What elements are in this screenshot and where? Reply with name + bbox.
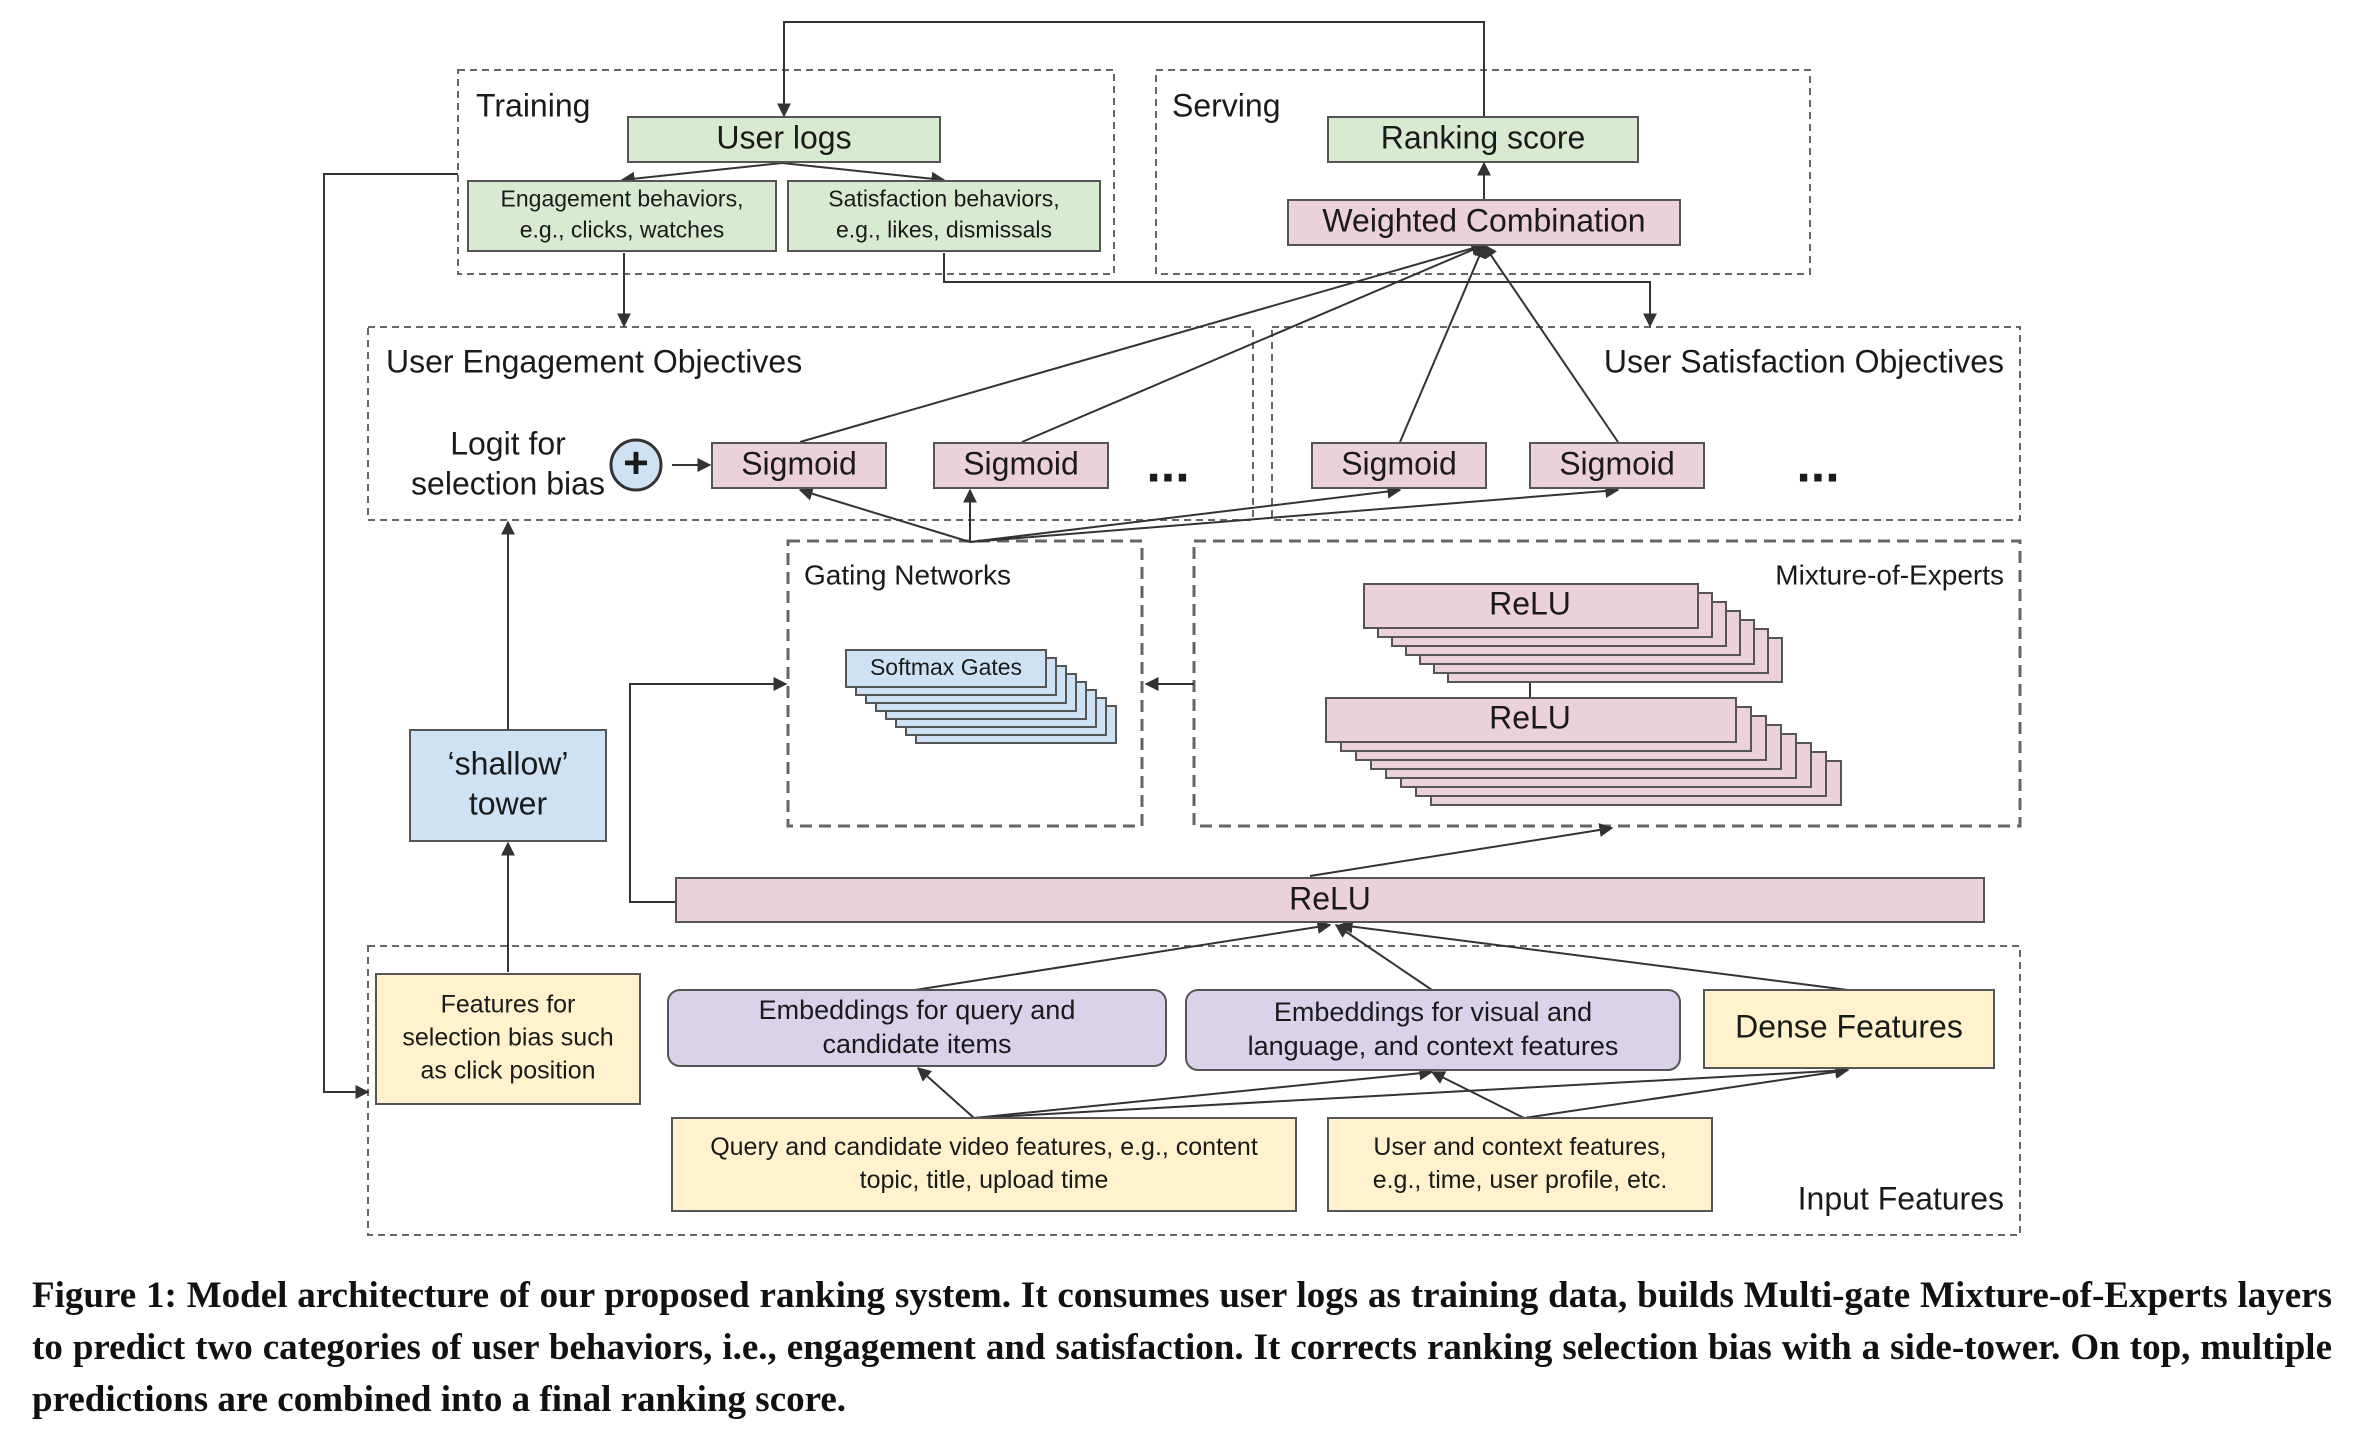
training-label: Training bbox=[476, 87, 590, 123]
user-context-features-label-line-1: User and context features, bbox=[1373, 1133, 1666, 1161]
serving-label: Serving bbox=[1172, 87, 1281, 123]
engagement-behaviors-label-line-2: e.g., clicks, watches bbox=[520, 217, 725, 243]
gates-to-sigmoid-3-edge bbox=[969, 484, 1402, 543]
shallow-tower-label-line-2: tower bbox=[469, 785, 548, 821]
sigmoid-4-label: Sigmoid bbox=[1559, 445, 1675, 481]
emb-visual-to-relu-edge bbox=[1334, 924, 1433, 991]
query-video-to-emb-query-edge bbox=[916, 1067, 975, 1119]
plus-icon bbox=[609, 438, 663, 492]
gates-to-sigmoid-1-edge bbox=[798, 486, 971, 543]
sigmoid-2-label: Sigmoid bbox=[963, 445, 1079, 481]
dense-to-relu-edge bbox=[1338, 919, 1849, 991]
bias-features-label-line-3: as click position bbox=[420, 1057, 595, 1085]
logit-label-line-2: selection bias bbox=[411, 465, 605, 501]
expert-upper-relu-label: ReLU bbox=[1489, 585, 1571, 621]
shallow-tower-label-line-1: ‘shallow’ bbox=[448, 745, 569, 781]
emb-visual-node bbox=[1185, 989, 1681, 1071]
emb-query-node bbox=[667, 989, 1167, 1067]
training-to-bias-features-edge bbox=[323, 173, 458, 1099]
sigmoid-4-to-combination-edge bbox=[1483, 243, 1619, 443]
emb-visual-label-line-2: language, and context features bbox=[1248, 1031, 1619, 1061]
query-video-features-node bbox=[671, 1117, 1297, 1212]
user-logs-to-satisfaction-behaviors-edge bbox=[781, 162, 946, 186]
satisfaction-ellipsis: ... bbox=[1796, 436, 1839, 494]
ranking-score-node bbox=[1327, 116, 1639, 163]
logs-to-satisfaction-edge bbox=[943, 253, 1657, 328]
sigmoid-3-label: Sigmoid bbox=[1341, 445, 1457, 481]
engagement-ellipsis: ... bbox=[1146, 436, 1189, 494]
shallow-tower-node bbox=[409, 729, 607, 842]
satisfaction-behaviors-label-line-1: Satisfaction behaviors, bbox=[828, 186, 1059, 212]
query-video-features-label-line-1: Query and candidate video features, e.g.… bbox=[710, 1133, 1258, 1161]
dense-features-label: Dense Features bbox=[1735, 1008, 1963, 1044]
bias-features-label-line-2: selection bias such bbox=[402, 1024, 613, 1052]
bias-features-node bbox=[375, 973, 641, 1105]
engagement-behaviors-label-line-1: Engagement behaviors, bbox=[501, 186, 744, 212]
mixture-of-experts-label: Mixture-of-Experts bbox=[1775, 559, 2004, 590]
softmax-gates-label: Softmax Gates bbox=[870, 654, 1022, 680]
gating-networks-label: Gating Networks bbox=[804, 559, 1011, 590]
shared-relu-node bbox=[675, 877, 1985, 923]
sigmoid-3-node bbox=[1311, 442, 1487, 489]
satisfaction-behaviors-node bbox=[787, 180, 1101, 252]
user-context-features-label-line-2: e.g., time, user profile, etc. bbox=[1373, 1166, 1668, 1194]
user-logs-label: User logs bbox=[716, 119, 851, 155]
plus-symbol: + bbox=[623, 439, 649, 488]
emb-query-label-line-2: candidate items bbox=[822, 1029, 1011, 1059]
emb-visual-label-line-1: Embeddings for visual and bbox=[1274, 997, 1592, 1027]
softmax-gates-node bbox=[845, 649, 1047, 688]
weighted-combination-label: Weighted Combination bbox=[1322, 202, 1645, 238]
shared-relu-label: ReLU bbox=[1289, 880, 1371, 916]
emb-query-to-relu-edge bbox=[914, 920, 1332, 991]
sigmoid-3-to-combination-edge bbox=[1399, 243, 1486, 443]
user-logs-to-engagement-behaviors-edge bbox=[620, 162, 783, 186]
engagement-objectives-label: User Engagement Objectives bbox=[386, 343, 802, 379]
user-context-features-node bbox=[1327, 1117, 1713, 1212]
sigmoid-2-to-combination-edge bbox=[1021, 243, 1486, 443]
user-logs-node bbox=[627, 116, 941, 163]
user-context-to-emb-visual-edge bbox=[1430, 1071, 1525, 1119]
query-video-to-emb-visual-edge bbox=[973, 1066, 1434, 1119]
weighted-combination-node bbox=[1287, 199, 1681, 246]
sigmoid-4-node bbox=[1529, 442, 1705, 489]
emb-query-label-line-1: Embeddings for query and bbox=[759, 995, 1076, 1025]
expert-upper-relu-node bbox=[1363, 583, 1699, 629]
figure-caption: Figure 1: Model architecture of our prop… bbox=[32, 1275, 2332, 1420]
dense-features-node bbox=[1703, 989, 1995, 1069]
user-context-to-dense-edge bbox=[1523, 1064, 1850, 1119]
gates-to-sigmoid-4-edge bbox=[969, 484, 1620, 543]
query-video-to-dense-edge bbox=[973, 1063, 1850, 1119]
logit-label-line-1: Logit for bbox=[450, 425, 566, 461]
sigmoid-1-node bbox=[711, 442, 887, 489]
shared-relu-to-experts-edge bbox=[1309, 823, 1614, 877]
sigmoid-1-to-combination-edge bbox=[799, 241, 1486, 443]
sigmoid-1-label: Sigmoid bbox=[741, 445, 857, 481]
ranking-score-label: Ranking score bbox=[1381, 119, 1586, 155]
engagement-behaviors-node bbox=[467, 180, 777, 252]
input-features-label: Input Features bbox=[1798, 1180, 2004, 1216]
satisfaction-objectives-label: User Satisfaction Objectives bbox=[1604, 343, 2004, 379]
shared-relu-to-gates-edge bbox=[629, 677, 788, 903]
expert-lower-relu-node bbox=[1325, 697, 1737, 743]
expert-lower-relu-label: ReLU bbox=[1489, 699, 1571, 735]
training-region bbox=[457, 69, 1115, 275]
sigmoid-2-node bbox=[933, 442, 1109, 489]
satisfaction-behaviors-label-line-2: e.g., likes, dismissals bbox=[836, 217, 1052, 243]
query-video-features-label-line-2: topic, title, upload time bbox=[860, 1166, 1109, 1194]
bias-features-label-line-1: Features for bbox=[441, 991, 576, 1019]
